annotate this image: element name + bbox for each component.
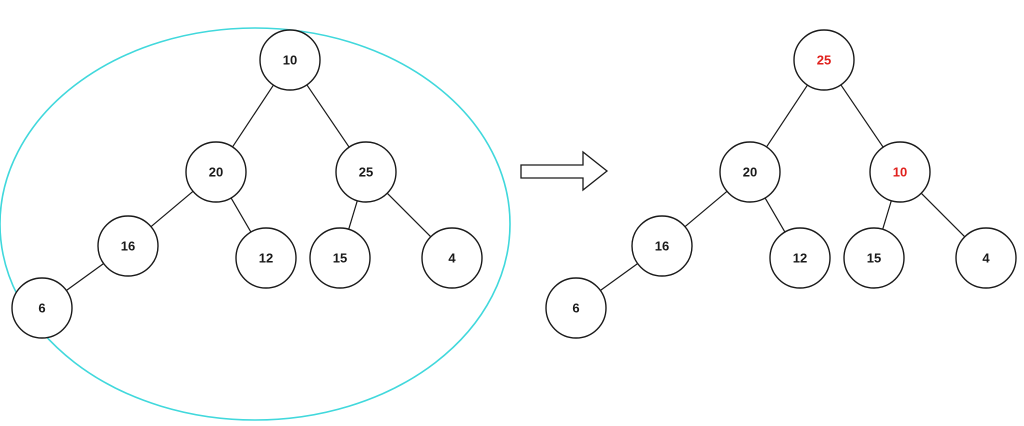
tree-edge xyxy=(599,263,639,291)
node-label: 20 xyxy=(743,165,757,180)
node-circle xyxy=(259,29,321,91)
tree-node: 4 xyxy=(955,227,1017,289)
tree-edge xyxy=(232,84,274,148)
tree-edge xyxy=(920,192,966,238)
node-circle xyxy=(421,227,483,289)
node-label: 16 xyxy=(655,239,669,254)
node-label: 25 xyxy=(359,165,373,180)
node-label: 16 xyxy=(121,239,135,254)
tree-edge xyxy=(684,190,728,228)
node-label: 25 xyxy=(817,53,831,68)
tree-edge xyxy=(348,200,358,230)
tree-node: 4 xyxy=(421,227,483,289)
node-label: 6 xyxy=(38,301,45,316)
tree-node: 15 xyxy=(309,227,371,289)
tree-before: 10 20 25 16 12 15 4 6 xyxy=(11,29,483,339)
tree-edge xyxy=(306,84,350,148)
node-circle xyxy=(769,227,831,289)
node-circle xyxy=(843,227,905,289)
selection-ellipse xyxy=(0,27,511,421)
node-circle xyxy=(309,227,371,289)
tree-edge xyxy=(386,192,432,238)
tree-node: 6 xyxy=(545,277,607,339)
tree-node: 6 xyxy=(11,277,73,339)
node-circle xyxy=(335,141,397,203)
node-label: 15 xyxy=(333,251,347,266)
node-circle xyxy=(185,141,247,203)
tree-node: 25 xyxy=(335,141,397,203)
node-circle xyxy=(545,277,607,339)
tree-node: 16 xyxy=(97,215,159,277)
tree-node: 15 xyxy=(843,227,905,289)
tree-after: 25 20 10 16 12 15 4 6 xyxy=(545,29,1017,339)
node-label: 10 xyxy=(283,53,297,68)
node-circle xyxy=(869,141,931,203)
tree-node: 20 xyxy=(185,141,247,203)
node-circle xyxy=(719,141,781,203)
tree-edge xyxy=(230,197,252,233)
tree-node: 16 xyxy=(631,215,693,277)
node-label: 20 xyxy=(209,165,223,180)
node-circle xyxy=(235,227,297,289)
tree-node: 10 xyxy=(259,29,321,91)
tree-node: 12 xyxy=(235,227,297,289)
node-label: 4 xyxy=(982,251,990,266)
tree-node: 10 xyxy=(869,141,931,203)
node-circle xyxy=(11,277,73,339)
tree-edge xyxy=(882,200,892,230)
right-arrow-icon xyxy=(520,150,609,192)
node-label: 10 xyxy=(893,165,907,180)
tree-node: 25 xyxy=(793,29,855,91)
tree-edge xyxy=(766,84,808,148)
node-circle xyxy=(955,227,1017,289)
tree-edge xyxy=(65,263,105,291)
node-label: 6 xyxy=(572,301,579,316)
tree-node: 20 xyxy=(719,141,781,203)
tree-edge xyxy=(150,190,194,228)
node-label: 15 xyxy=(867,251,881,266)
node-circle xyxy=(97,215,159,277)
tree-edge xyxy=(764,197,786,233)
node-label: 12 xyxy=(793,251,807,266)
node-circle xyxy=(793,29,855,91)
node-circle xyxy=(631,215,693,277)
node-label: 12 xyxy=(259,251,273,266)
tree-edge xyxy=(840,84,884,148)
tree-node: 12 xyxy=(769,227,831,289)
node-label: 4 xyxy=(448,251,456,266)
